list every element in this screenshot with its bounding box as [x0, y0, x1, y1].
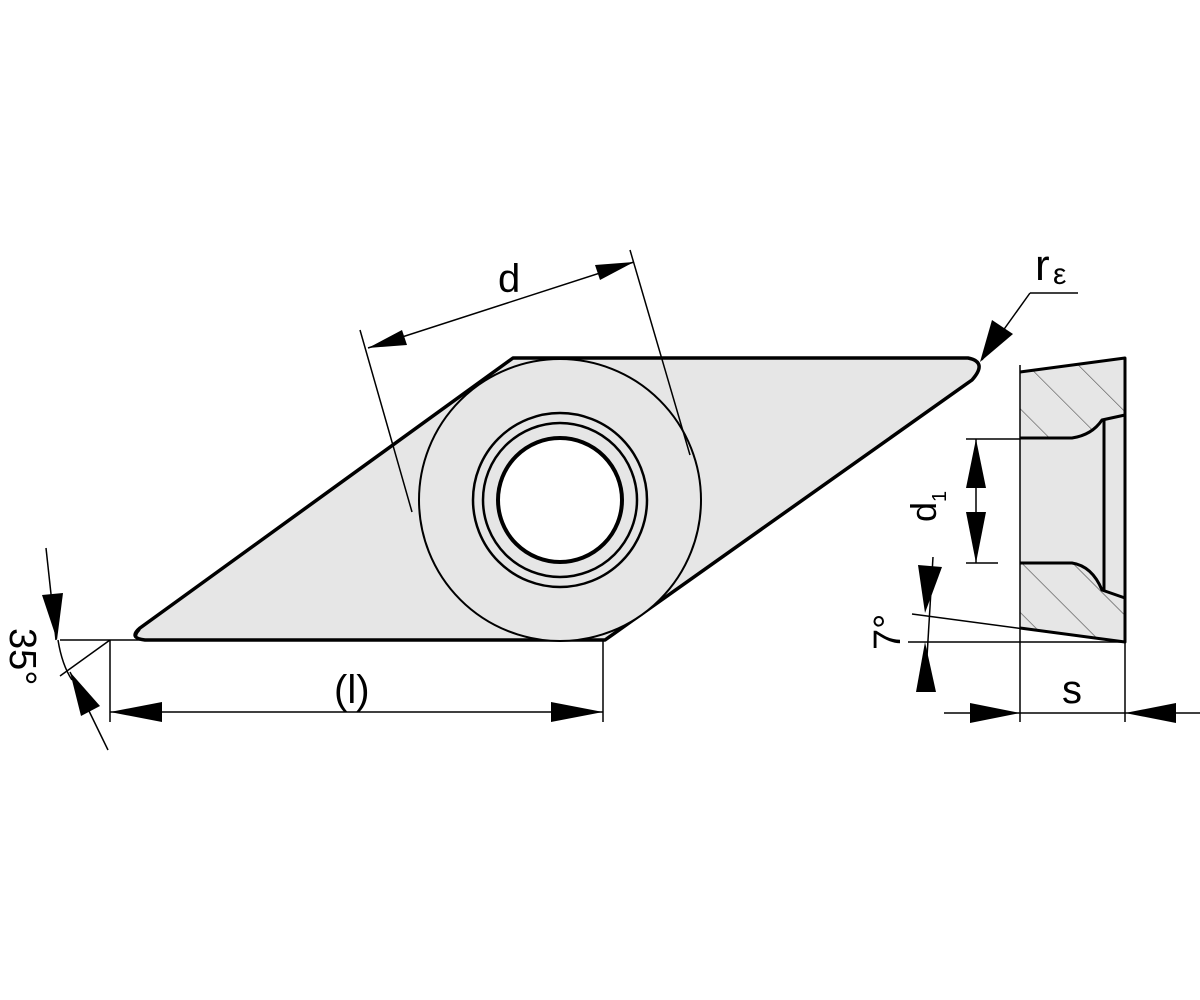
center-hole	[496, 436, 624, 564]
label-angle-7: 7°	[867, 614, 909, 650]
label-s: s	[1062, 668, 1082, 712]
angle-35-dimension	[42, 547, 141, 751]
label-d1-main: d	[903, 502, 944, 522]
dimension-l	[60, 639, 604, 722]
label-r-subscript: ε	[1053, 258, 1066, 291]
label-angle-35: 35°	[1, 628, 43, 685]
label-l: (l)	[334, 668, 370, 712]
angle-7-dimension	[916, 556, 942, 692]
label-r: r	[1035, 241, 1050, 290]
dimension-d1	[966, 438, 1020, 564]
dimension-s	[944, 703, 1200, 723]
label-d1-subscript: 1	[929, 491, 951, 502]
insert-side-section	[908, 356, 1127, 722]
counterbore-inner-ring	[481, 421, 639, 579]
corner-radius-leader	[980, 292, 1078, 362]
dimension-d	[359, 249, 691, 513]
label-d: d	[498, 257, 520, 301]
label-d1: d1	[903, 491, 951, 522]
